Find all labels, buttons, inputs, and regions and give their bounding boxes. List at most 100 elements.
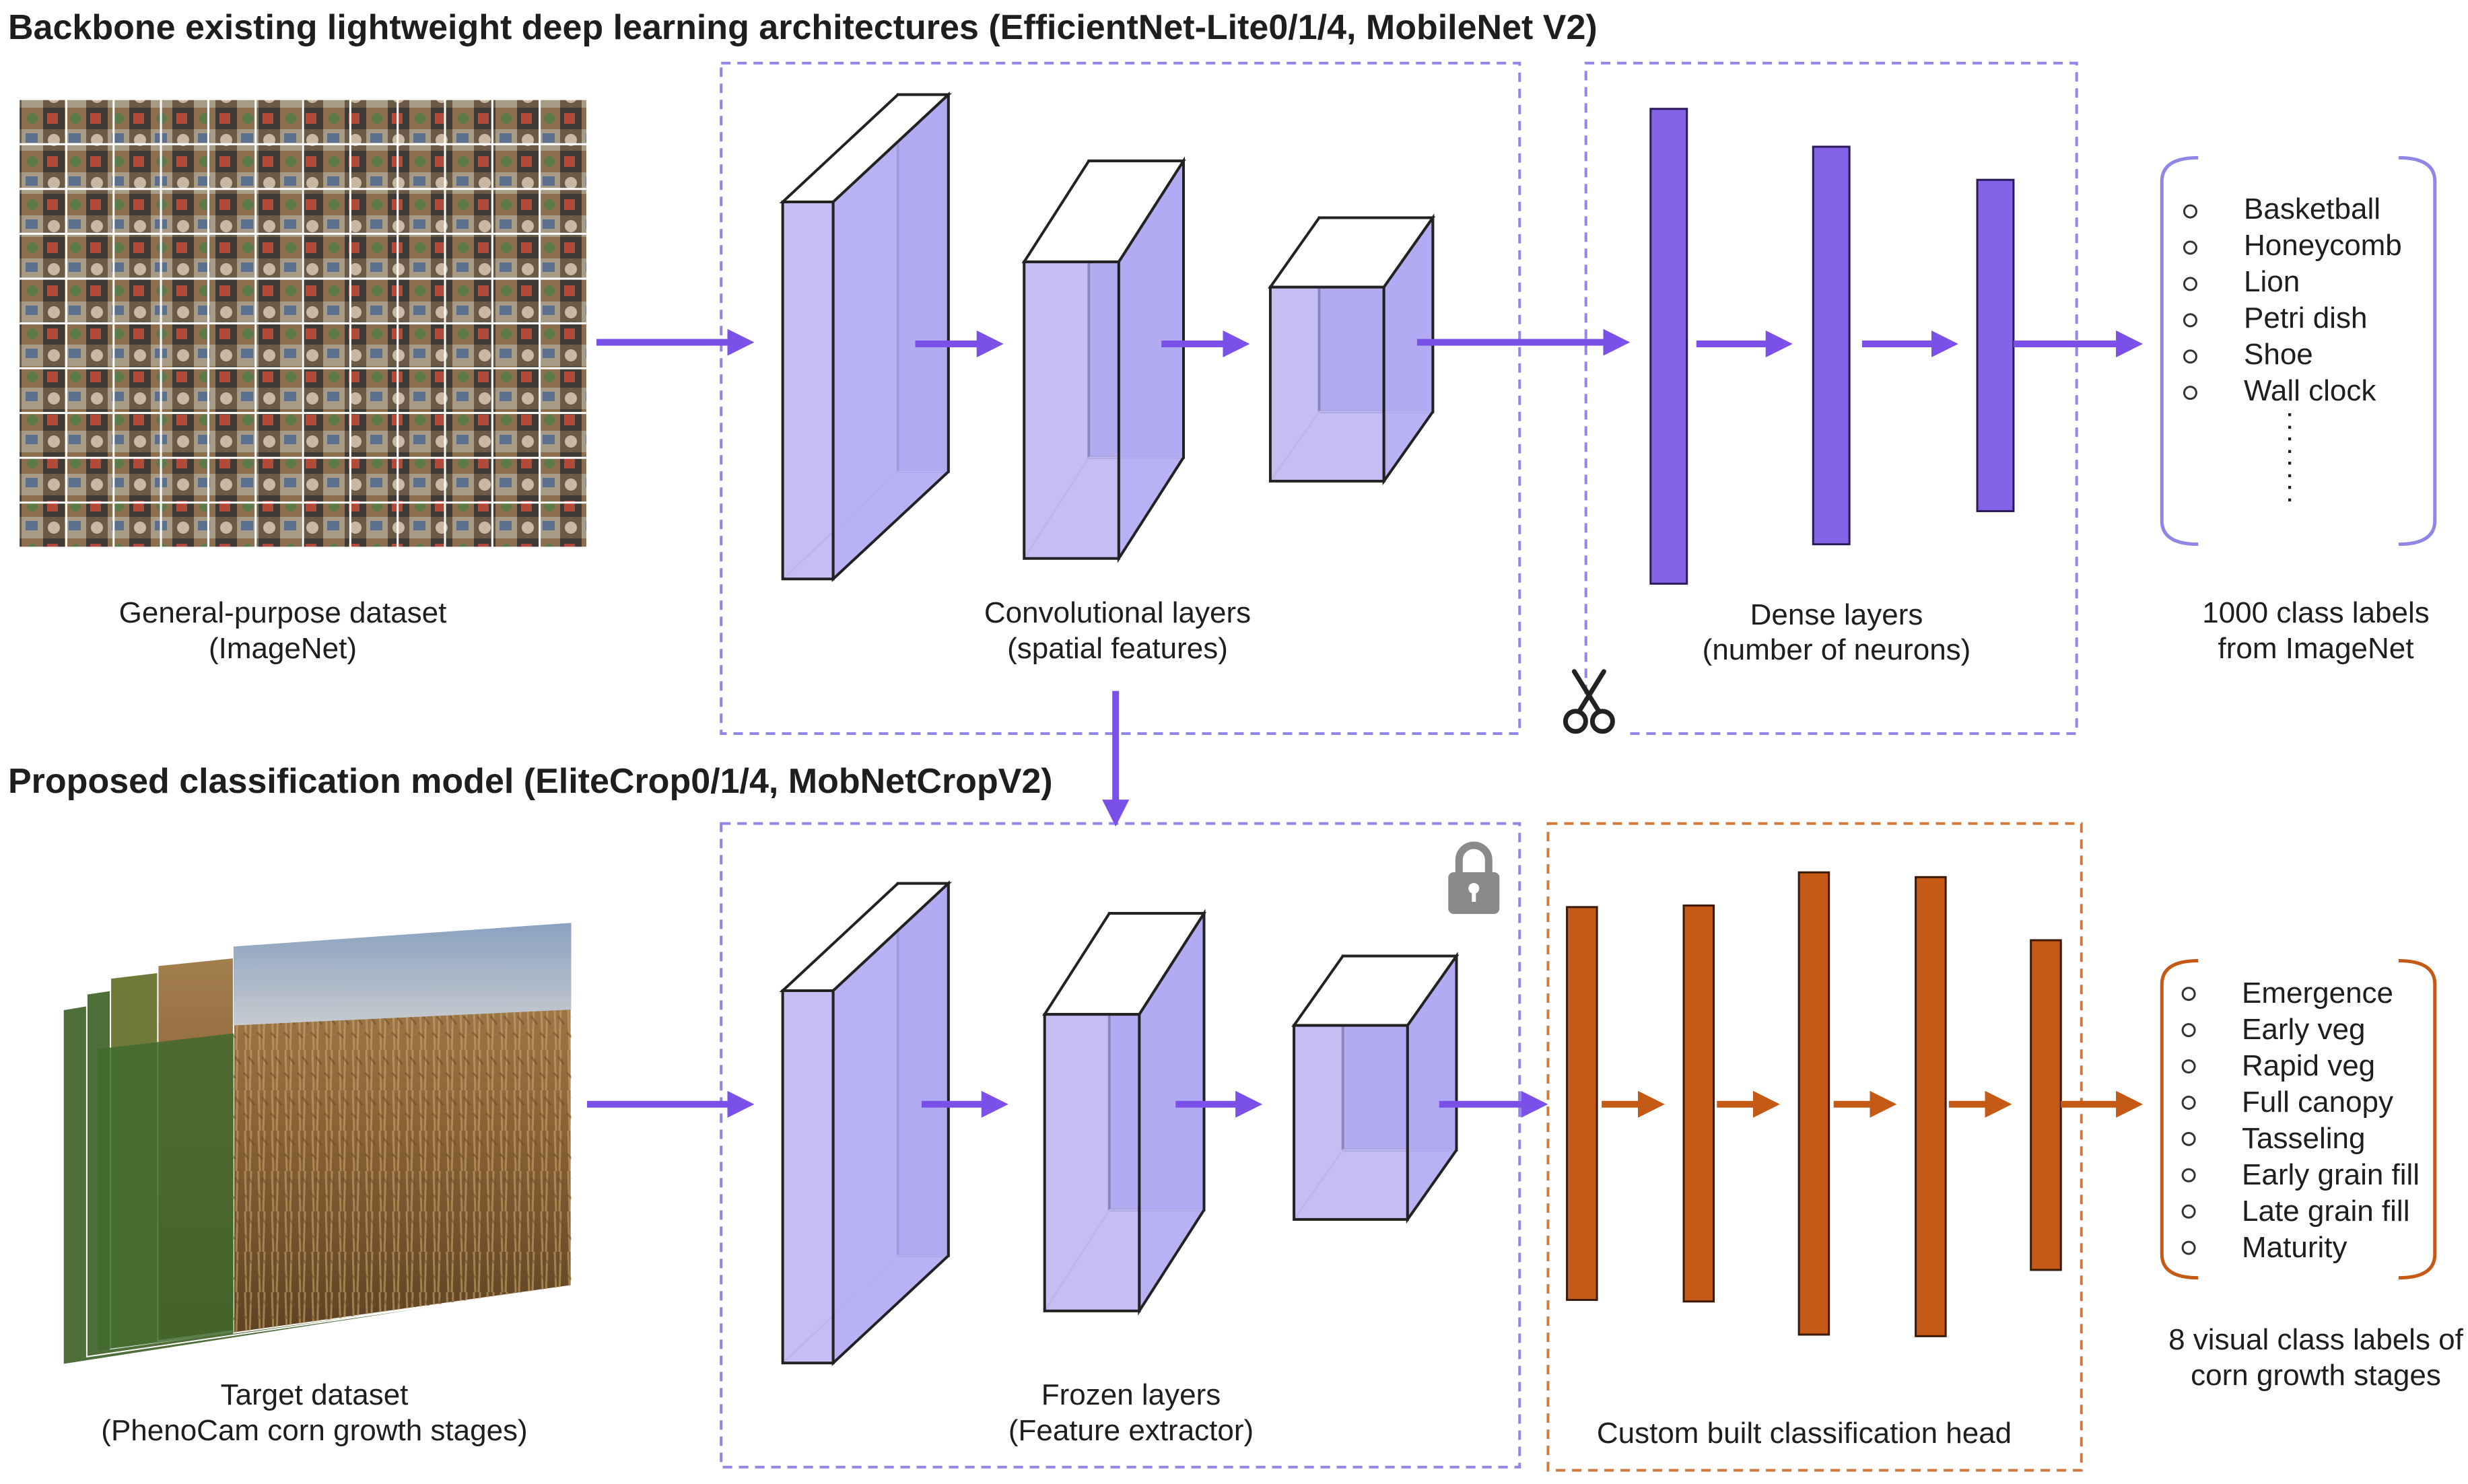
- list-bullet: [2181, 1059, 2196, 1074]
- box-side-face: [1138, 909, 1206, 1316]
- bottom-label-brackets: [2160, 958, 2437, 1280]
- right-bracket: [2398, 155, 2437, 546]
- top-class-label: Basketball: [2244, 192, 2380, 225]
- frozen-panel: [720, 822, 1521, 1469]
- phenocam-stalks: [233, 1010, 572, 1333]
- dense-layer-bar: [1649, 108, 1688, 585]
- box-front-face: [1043, 1013, 1141, 1312]
- box-side-face: [831, 92, 950, 582]
- list-bullet: [2181, 1095, 2196, 1110]
- left-bracket: [2160, 155, 2199, 546]
- frozen-block-3: [1291, 952, 1460, 1224]
- scissors-handle: [1589, 709, 1615, 734]
- top-labels-caption-line2: from ImageNet: [2218, 632, 2414, 665]
- scissors-icon: [1563, 669, 1615, 734]
- bottom-title: Proposed classification model (EliteCrop…: [8, 762, 1053, 801]
- conv-block-3: [1268, 213, 1436, 486]
- frozen-block-1: [779, 880, 952, 1366]
- phenocam-sky: [233, 923, 572, 1026]
- box-side-face: [1406, 952, 1458, 1224]
- top-title: Backbone existing lightweight deep learn…: [8, 8, 1598, 47]
- frozen-caption-line2: (Feature extractor): [1008, 1414, 1254, 1447]
- list-bullet: [2183, 313, 2197, 328]
- top-class-label: Wall clock: [2244, 374, 2376, 407]
- dense-layer-bar: [1976, 178, 2015, 512]
- top-labels-caption-line1: 1000 class labels: [2202, 596, 2430, 629]
- bottom-class-label: Late grain fill: [2242, 1195, 2409, 1228]
- bottom-dataset-caption-line2: (PhenoCam corn growth stages): [101, 1414, 527, 1447]
- dense-layer-bar: [1812, 145, 1851, 546]
- lock-shackle: [1455, 841, 1493, 874]
- top-dataset-caption-line2: (ImageNet): [209, 632, 357, 665]
- lock-keyhole: [1468, 882, 1480, 894]
- right-bracket: [2398, 958, 2437, 1280]
- conv-block-2: [1021, 156, 1186, 563]
- box-front-face: [1293, 1024, 1409, 1221]
- top-dataset-caption-line1: General-purpose dataset: [119, 596, 447, 629]
- shapes: [18, 92, 2437, 1366]
- list-bullet: [2183, 240, 2197, 255]
- phenocam-green-strip: [98, 1033, 234, 1351]
- bottom-class-label-list: Emergence Early veg Rapid veg Full canop…: [2242, 977, 2420, 1264]
- bottom-class-label: Early veg: [2242, 1013, 2365, 1046]
- head-caption: Custom built classification head: [1597, 1417, 2012, 1450]
- top-class-label-list: Basketball Honeycomb Lion Petri dish Sho…: [2244, 192, 2402, 508]
- phenocam-image-stack: [62, 922, 572, 1366]
- box-front-face: [781, 201, 835, 581]
- head-layer-bar: [1566, 906, 1598, 1301]
- scissors-handle: [1563, 709, 1588, 734]
- list-bullet: [2181, 1023, 2196, 1038]
- head-layer-bar: [1797, 871, 1830, 1336]
- box-side-face: [1382, 213, 1435, 486]
- top-label-brackets: [2160, 155, 2437, 546]
- arrows: [586, 328, 2144, 1118]
- ellipsis-dot: :: [2286, 402, 2294, 435]
- bottom-labels-caption-line2: corn growth stages: [2191, 1359, 2441, 1392]
- head-layer-bar: [2030, 939, 2062, 1271]
- conv-block-1: [779, 92, 952, 582]
- list-bullet: [2181, 987, 2196, 1001]
- top-class-label: Lion: [2244, 265, 2300, 298]
- bottom-class-label: Emergence: [2242, 977, 2393, 1010]
- bottom-class-label: Early grain fill: [2242, 1158, 2420, 1191]
- ellipsis-dot: :: [2286, 427, 2294, 460]
- list-bullet: [2181, 1131, 2196, 1146]
- frozen-block-2: [1042, 909, 1207, 1316]
- top-class-label: Petri dish: [2244, 302, 2367, 334]
- dense-caption-line1: Dense layers: [1750, 598, 1923, 631]
- conv-panel: [720, 61, 1521, 735]
- bottom-class-label: Full canopy: [2242, 1086, 2393, 1119]
- list-bullet: [2183, 277, 2197, 291]
- conv-caption-line1: Convolutional layers: [984, 596, 1251, 629]
- box-side-face: [831, 880, 950, 1366]
- ellipsis-dot: :: [2286, 451, 2294, 484]
- box-front-face: [1268, 285, 1385, 483]
- list-bullet: [2183, 349, 2197, 364]
- scissors-blade: [1571, 669, 1601, 713]
- icons: [1448, 669, 1615, 914]
- left-bracket: [2160, 958, 2199, 1280]
- panels: [720, 61, 2083, 1472]
- lock-icon: [1448, 841, 1500, 914]
- list-bullet: [2181, 1168, 2196, 1182]
- box-front-face: [781, 989, 835, 1365]
- top-class-label: Honeycomb: [2244, 229, 2402, 262]
- imagenet-mosaic-grid: [19, 99, 587, 548]
- head-layer-bar: [1682, 904, 1715, 1303]
- bottom-class-label: Tasseling: [2242, 1122, 2365, 1155]
- ellipsis-dot: :: [2286, 475, 2294, 508]
- box-side-face: [1117, 156, 1185, 563]
- dense-caption-line2: (number of neurons): [1703, 633, 1971, 666]
- head-layer-bar: [1915, 876, 1947, 1337]
- conv-caption-line2: (spatial features): [1007, 632, 1228, 665]
- bottom-dataset-caption-line1: Target dataset: [221, 1378, 409, 1411]
- lock-keyhole-slot: [1472, 889, 1476, 902]
- list-bullet: [2183, 386, 2197, 400]
- frozen-caption-line1: Frozen layers: [1041, 1378, 1221, 1411]
- scissors-blade: [1577, 669, 1606, 713]
- top-class-label: Shoe: [2244, 338, 2313, 371]
- list-bullet: [2183, 204, 2197, 219]
- box-front-face: [1023, 260, 1120, 560]
